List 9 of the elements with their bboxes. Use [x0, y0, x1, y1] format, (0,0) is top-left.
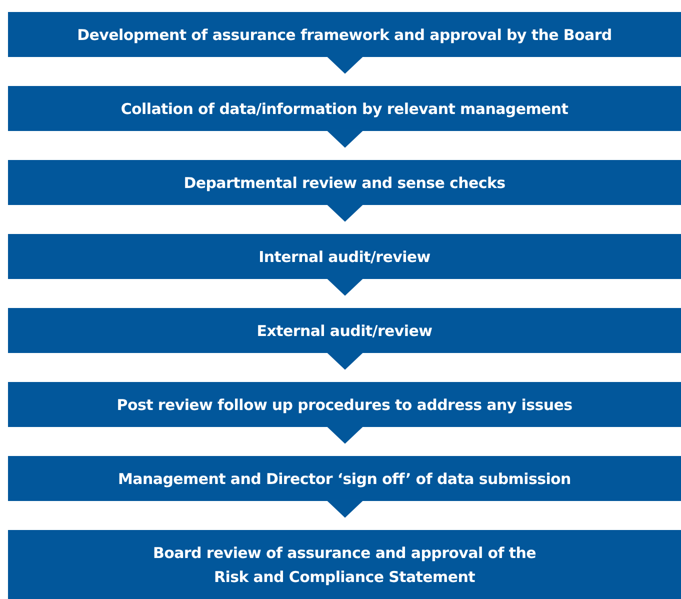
- step-text: External audit/review: [256, 320, 432, 342]
- step-text: Board review of assurance and approval of the Risk and Compliance Statement: [152, 542, 538, 588]
- step-text: Internal audit/review: [258, 246, 430, 268]
- step-text: Post review follow up procedures to address any issues: [116, 394, 572, 416]
- step-text: Departmental review and sense checks: [184, 172, 506, 194]
- step-text: Development of assurance framework and approval by the Board: [77, 24, 612, 46]
- process-box: [8, 530, 681, 599]
- step-text: Management and Director ‘sign off’ of data submission: [118, 468, 571, 490]
- step-text: Collation of data/information by relevant management: [120, 98, 568, 120]
